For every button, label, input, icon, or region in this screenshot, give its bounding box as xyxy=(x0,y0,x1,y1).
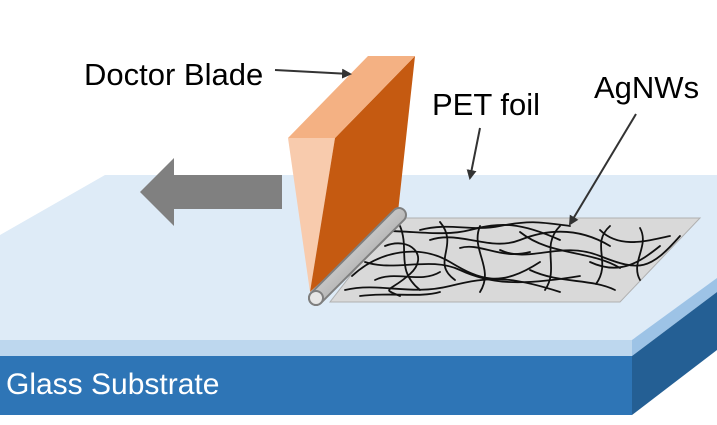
doctor-blade-label: Doctor Blade xyxy=(84,57,264,92)
left-arrow-icon xyxy=(140,158,282,226)
pet-foil-pointer xyxy=(466,127,481,180)
doctor-blade xyxy=(288,56,415,292)
silver-nanowires xyxy=(344,221,681,297)
glass-front-face xyxy=(0,356,632,415)
pet-foil-label: PET foil xyxy=(432,87,540,122)
glass-substrate-label: Glass Substrate xyxy=(6,368,220,401)
agnws-label: AgNWs xyxy=(594,70,700,105)
roller-rod-icon xyxy=(308,207,407,306)
glass-side-face xyxy=(632,292,717,415)
pet-layer-side xyxy=(632,278,717,356)
blade-top-face xyxy=(288,56,415,138)
agnws-pointer xyxy=(568,113,637,226)
doctor-blade-pointer xyxy=(274,68,352,79)
blade-left-face xyxy=(288,138,335,292)
blade-front-face xyxy=(310,56,415,292)
pet-layer-front xyxy=(0,340,632,356)
